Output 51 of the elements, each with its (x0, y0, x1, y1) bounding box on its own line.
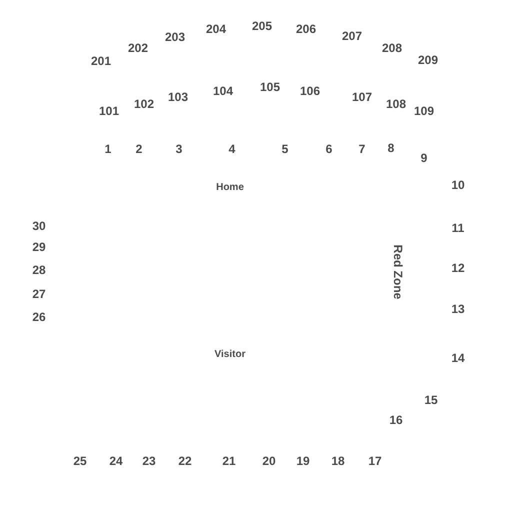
section-number: 206 (296, 23, 316, 35)
section-number: 28 (32, 264, 46, 276)
section-number: 16 (389, 414, 403, 426)
section-number: 26 (32, 311, 46, 323)
section-number: 108 (386, 98, 406, 110)
section-number: 29 (32, 241, 46, 253)
section-number: 107 (352, 91, 372, 103)
section-number: 109 (414, 105, 434, 117)
section-number: 102 (134, 98, 154, 110)
section-number: 22 (178, 455, 192, 467)
section-number: 18 (331, 455, 345, 467)
section-number: 11 (452, 222, 464, 234)
section-number: 20 (262, 455, 276, 467)
section-number: 205 (252, 20, 272, 32)
section-number: 209 (418, 54, 438, 66)
section-number: 17 (368, 455, 382, 467)
section-number: 6 (326, 143, 332, 155)
section-number: 1 (104, 143, 112, 155)
section-number: 2 (136, 143, 142, 155)
section-number: 204 (206, 23, 226, 35)
section-number: 103 (168, 91, 188, 103)
section-number: 10 (451, 179, 465, 191)
section-number: 104 (212, 85, 234, 97)
section-number: 201 (90, 55, 112, 67)
section-number: 14 (451, 352, 465, 364)
section-number: 9 (420, 152, 428, 164)
section-number: 13 (451, 303, 465, 315)
section-number: 30 (32, 220, 46, 232)
section-number: 24 (109, 455, 123, 467)
section-number: 27 (32, 288, 46, 300)
section-number: 8 (388, 142, 394, 154)
section-number: 101 (98, 105, 120, 117)
section-number: 12 (451, 262, 465, 274)
section-number: 105 (260, 81, 280, 93)
zone-label: Red Zone (392, 244, 404, 300)
section-number: 23 (142, 455, 156, 467)
section-number: 3 (176, 143, 182, 155)
section-number: 4 (228, 143, 236, 155)
section-number: 19 (296, 455, 310, 467)
section-number: 21 (222, 455, 236, 467)
section-number: 106 (300, 85, 320, 97)
team-area-label: Visitor (214, 350, 246, 360)
section-number: 5 (282, 143, 288, 155)
section-number: 203 (164, 31, 186, 43)
section-number: 7 (358, 143, 366, 155)
team-area-label: Home (216, 183, 244, 193)
section-number: 207 (342, 30, 362, 42)
section-number: 202 (128, 42, 148, 54)
section-number: 15 (424, 394, 438, 406)
section-number: 208 (382, 42, 402, 54)
section-number: 25 (73, 455, 87, 467)
